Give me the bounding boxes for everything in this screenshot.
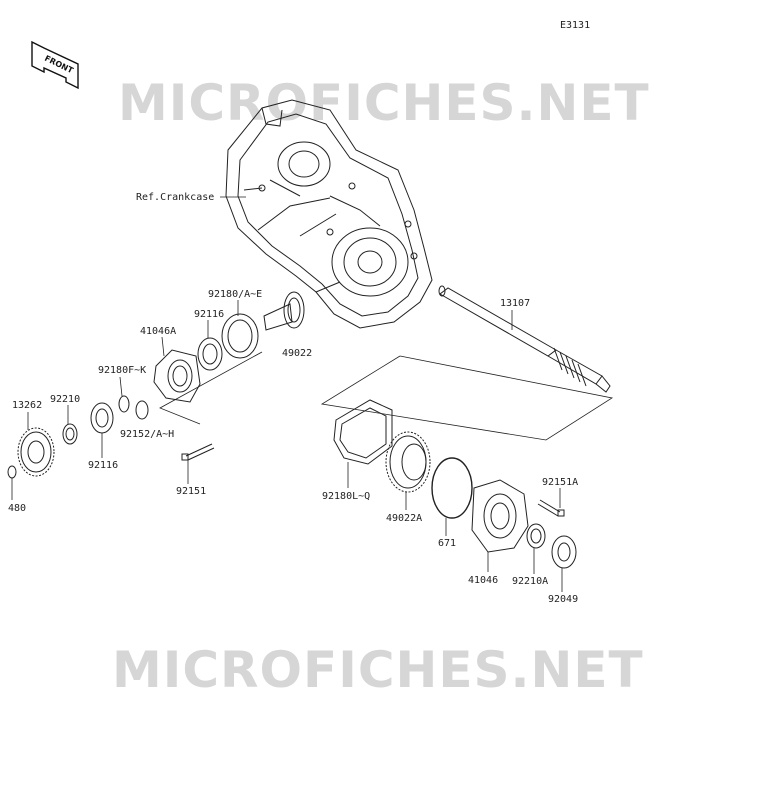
bearing-92116-upper-drawing bbox=[197, 337, 223, 371]
part-92180ae-label: 92180/A~E bbox=[208, 289, 262, 300]
part-92210-label: 92210 bbox=[50, 394, 80, 405]
shaft-13107-drawing bbox=[438, 285, 611, 393]
oring-92180fk-drawing bbox=[118, 395, 130, 413]
part-92180fk-label: 92180F~K bbox=[98, 365, 146, 376]
front-arrow-icon: FRONT bbox=[31, 40, 79, 90]
circlip-480-drawing bbox=[7, 465, 17, 479]
part-49022-label: 49022 bbox=[282, 348, 312, 359]
watermark-bottom: MICROFICHES.NET bbox=[112, 641, 644, 699]
watermark-top: MICROFICHES.NET bbox=[118, 74, 650, 132]
crankcase-drawing bbox=[225, 99, 433, 329]
housing-41046a-drawing bbox=[153, 349, 201, 403]
part-92116-lower-label: 92116 bbox=[88, 460, 118, 471]
part-41046a-label: 41046A bbox=[140, 326, 176, 337]
part-92151-label: 92151 bbox=[176, 486, 206, 497]
diagram-code: E3131 bbox=[560, 20, 590, 31]
shim-92152-drawing bbox=[135, 400, 149, 420]
part-41046-label: 41046 bbox=[468, 575, 498, 586]
gasket-92180ae-drawing bbox=[221, 313, 259, 359]
part-92180lq-label: 92180L~Q bbox=[322, 491, 370, 502]
bearing-92116-lower-drawing bbox=[90, 402, 114, 434]
bolt-92151a-drawing bbox=[537, 499, 565, 517]
gasket-92180lq-drawing bbox=[333, 399, 393, 465]
part-49022a-label: 49022A bbox=[386, 513, 422, 524]
ring-gear-49022a-drawing bbox=[385, 431, 431, 493]
bolt-92151-drawing bbox=[181, 443, 215, 461]
pinion-49022-drawing bbox=[263, 291, 305, 331]
housing-41046-drawing bbox=[471, 479, 529, 553]
ref-crankcase-label: Ref.Crankcase bbox=[136, 192, 214, 203]
part-92116-upper-label: 92116 bbox=[194, 309, 224, 320]
part-92210a-label: 92210A bbox=[512, 576, 548, 587]
seal-92049-drawing bbox=[551, 535, 577, 569]
part-480-label: 480 bbox=[8, 503, 26, 514]
part-671-label: 671 bbox=[438, 538, 456, 549]
oring-671-drawing bbox=[431, 457, 473, 519]
part-13107-label: 13107 bbox=[500, 298, 530, 309]
bushing-92210-drawing bbox=[62, 423, 78, 445]
part-92049-label: 92049 bbox=[548, 594, 578, 605]
gear-13262-drawing bbox=[17, 427, 55, 477]
part-92151a-label: 92151A bbox=[542, 477, 578, 488]
part-92152-label: 92152/A~H bbox=[120, 429, 174, 440]
part-13262-label: 13262 bbox=[12, 400, 42, 411]
bushing-92210a-drawing bbox=[526, 523, 546, 549]
